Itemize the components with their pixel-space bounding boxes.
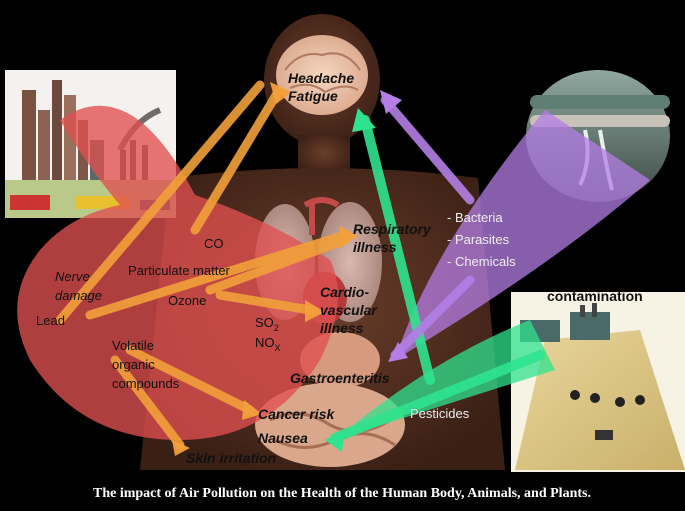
pollutant-label-voc-1: Volatile bbox=[112, 338, 154, 353]
pollutant-label-co: CO bbox=[204, 236, 224, 251]
organ-label-headache: Headache bbox=[288, 70, 354, 86]
farm-field-icon bbox=[511, 292, 685, 472]
pollutant-label-nox: NOX bbox=[255, 335, 281, 353]
organ-label-gastroenteritis: Gastroenteritis bbox=[290, 370, 390, 386]
water-label-bacteria: - Bacteria bbox=[447, 210, 503, 225]
organ-label-fatigue: Fatigue bbox=[288, 88, 338, 104]
pollutant-label-lead: Lead bbox=[36, 313, 65, 328]
orange-arrowheads bbox=[172, 82, 358, 456]
figure-caption: The impact of Air Pollution on the Healt… bbox=[93, 486, 591, 501]
organ-label-cardio-2: vascular bbox=[320, 302, 378, 318]
pollutant-label-ozone: Ozone bbox=[168, 293, 206, 308]
organ-label-skin-irritation: Skin irritation bbox=[186, 450, 276, 466]
water-pollutant-arrows bbox=[380, 95, 475, 360]
pollutant-label-nerve-1: Nerve bbox=[55, 269, 90, 284]
pollutant-label-nerve-2: damage bbox=[55, 288, 102, 303]
organ-label-cardio-1: Cardio- bbox=[320, 284, 369, 300]
organ-label-respiratory-1: Respiratory bbox=[353, 221, 432, 237]
green-arrowheads bbox=[325, 108, 376, 452]
organ-label-respiratory-2: illness bbox=[353, 239, 397, 255]
soil-contamination-cone bbox=[335, 320, 555, 440]
pollutant-label-particulate: Particulate matter bbox=[128, 263, 231, 278]
water-label-parasites: - Parasites bbox=[447, 232, 510, 247]
air-pollution-cloud bbox=[17, 105, 339, 440]
pollutant-label-voc-2: organic bbox=[112, 357, 155, 372]
pollutant-label-so2: SO2 bbox=[255, 315, 279, 333]
soil-label-pesticides: Pesticides bbox=[410, 406, 470, 421]
water-label-chemicals: - Chemicals bbox=[447, 254, 516, 269]
soil-label-contamination: contamination bbox=[547, 288, 643, 304]
purple-arrowheads bbox=[380, 90, 408, 362]
air-pollutant-arrows bbox=[55, 80, 350, 450]
brain-icon bbox=[276, 35, 368, 115]
organ-label-cardio-3: illness bbox=[320, 320, 364, 336]
organ-label-cancer-risk: Cancer risk bbox=[258, 406, 335, 422]
organ-label-nausea: Nausea bbox=[258, 430, 308, 446]
pollutant-label-voc-3: compounds bbox=[112, 376, 180, 391]
